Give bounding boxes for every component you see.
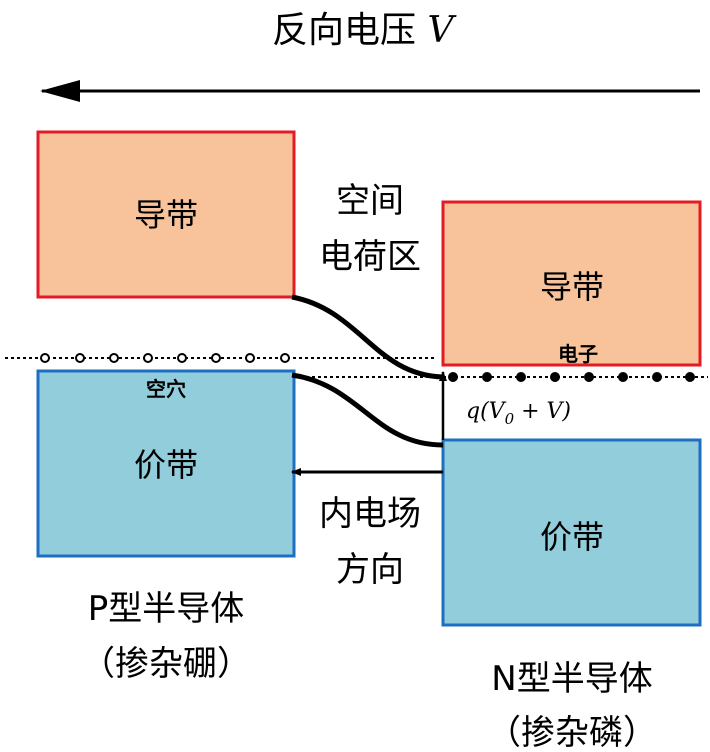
electrons-label: 电子 (558, 342, 598, 366)
arrowhead-icon (40, 80, 80, 102)
n-valence-label: 价带 (540, 518, 604, 556)
electrons (448, 372, 695, 382)
barrier-label: q(V0 + V) (466, 399, 571, 428)
n-conduction-label: 导带 (540, 268, 604, 306)
holes (40, 353, 290, 363)
p-conduction-band (36, 130, 296, 299)
p-type-label: P型半导体 (88, 589, 245, 629)
p-conduction-label: 导带 (134, 196, 198, 234)
depletion-label-2: 电荷区 (319, 237, 421, 277)
title: 反向电压 V (272, 10, 457, 51)
n-dopant-label: （掺杂磷） (487, 713, 657, 752)
field-label-2: 方向 (336, 550, 404, 590)
p-valence-label: 价带 (134, 446, 198, 484)
n-conduction-band (441, 200, 702, 367)
n-type-label: N型半导体 (491, 659, 652, 699)
field-label-1: 内电场 (319, 494, 421, 534)
p-dopant-label: （掺杂硼） (81, 644, 251, 684)
valence-band-bend (291, 372, 444, 448)
holes-label: 空穴 (146, 377, 186, 401)
n-valence-band (441, 438, 702, 627)
depletion-label-1: 空间 (336, 181, 404, 221)
p-valence-band (36, 369, 296, 558)
conduction-band-bend (291, 294, 444, 380)
